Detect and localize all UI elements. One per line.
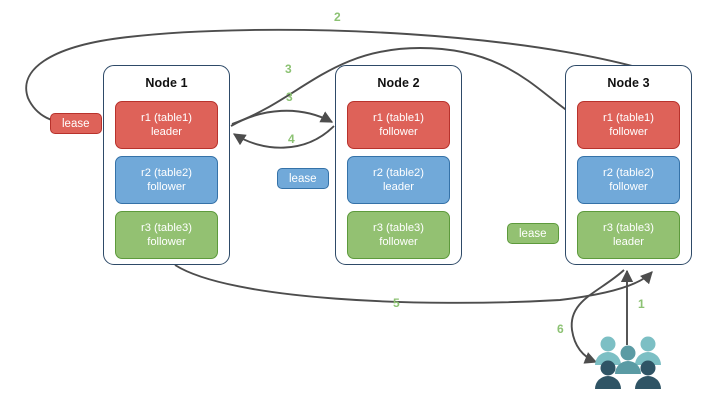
step-label-2: 2 — [334, 10, 341, 24]
step-label-1: 1 — [638, 297, 645, 311]
lease-badge-r3[interactable]: lease — [507, 223, 559, 244]
replica-name: r1 (table1) — [603, 112, 654, 124]
replica-node2-r2[interactable]: r2 (table2) leader — [347, 156, 450, 204]
step-label-6: 6 — [557, 322, 564, 336]
node-box-node-2[interactable]: Node 2 r1 (table1) follower r2 (table2) … — [335, 65, 462, 265]
replica-role: follower — [609, 181, 648, 193]
users-icon-svg — [595, 336, 661, 389]
replica-role: leader — [150, 126, 183, 138]
edge-step-5 — [174, 264, 653, 304]
replica-role: leader — [382, 181, 415, 193]
replica-node1-r3[interactable]: r3 (table3) follower — [115, 211, 218, 259]
node-box-node-3[interactable]: Node 3 r1 (table1) follower r2 (table2) … — [565, 65, 692, 265]
lease-badge-r1[interactable]: lease — [50, 113, 102, 134]
replica-name: r1 (table1) — [141, 112, 192, 124]
step-label-5: 5 — [393, 296, 400, 310]
node-title: Node 2 — [377, 76, 420, 90]
replica-role: leader — [612, 236, 645, 248]
replica-node3-r1[interactable]: r1 (table1) follower — [577, 101, 680, 149]
node-box-node-1[interactable]: Node 1 r1 (table1) leader r2 (table2) fo… — [103, 65, 230, 265]
edge-step-4 — [232, 125, 335, 149]
replica-name: r1 (table1) — [373, 112, 424, 124]
replica-node2-r1[interactable]: r1 (table1) follower — [347, 101, 450, 149]
replica-name: r2 (table2) — [373, 167, 424, 179]
replica-role: follower — [609, 126, 648, 138]
replica-node1-r1[interactable]: r1 (table1) leader — [115, 101, 218, 149]
replica-role: follower — [147, 236, 186, 248]
replica-node1-r2[interactable]: r2 (table2) follower — [115, 156, 218, 204]
node-title: Node 1 — [145, 76, 188, 90]
step-label-4: 4 — [288, 132, 295, 146]
edge-step-3-lower — [230, 109, 334, 127]
replica-node3-r3[interactable]: r3 (table3) leader — [577, 211, 680, 259]
replica-name: r3 (table3) — [373, 222, 424, 234]
replica-name: r3 (table3) — [603, 222, 654, 234]
replica-node2-r3[interactable]: r3 (table3) follower — [347, 211, 450, 259]
replica-name: r3 (table3) — [141, 222, 192, 234]
lease-badge-r2[interactable]: lease — [277, 168, 329, 189]
replica-role: follower — [379, 126, 418, 138]
node-title: Node 3 — [607, 76, 650, 90]
replica-node3-r2[interactable]: r2 (table2) follower — [577, 156, 680, 204]
replica-name: r2 (table2) — [141, 167, 192, 179]
step-label-3-lower: 3 — [286, 90, 293, 104]
replica-name: r2 (table2) — [603, 167, 654, 179]
replica-role: follower — [379, 236, 418, 248]
replica-role: follower — [147, 181, 186, 193]
users-icon — [592, 335, 664, 393]
step-label-3-upper: 3 — [285, 62, 292, 76]
